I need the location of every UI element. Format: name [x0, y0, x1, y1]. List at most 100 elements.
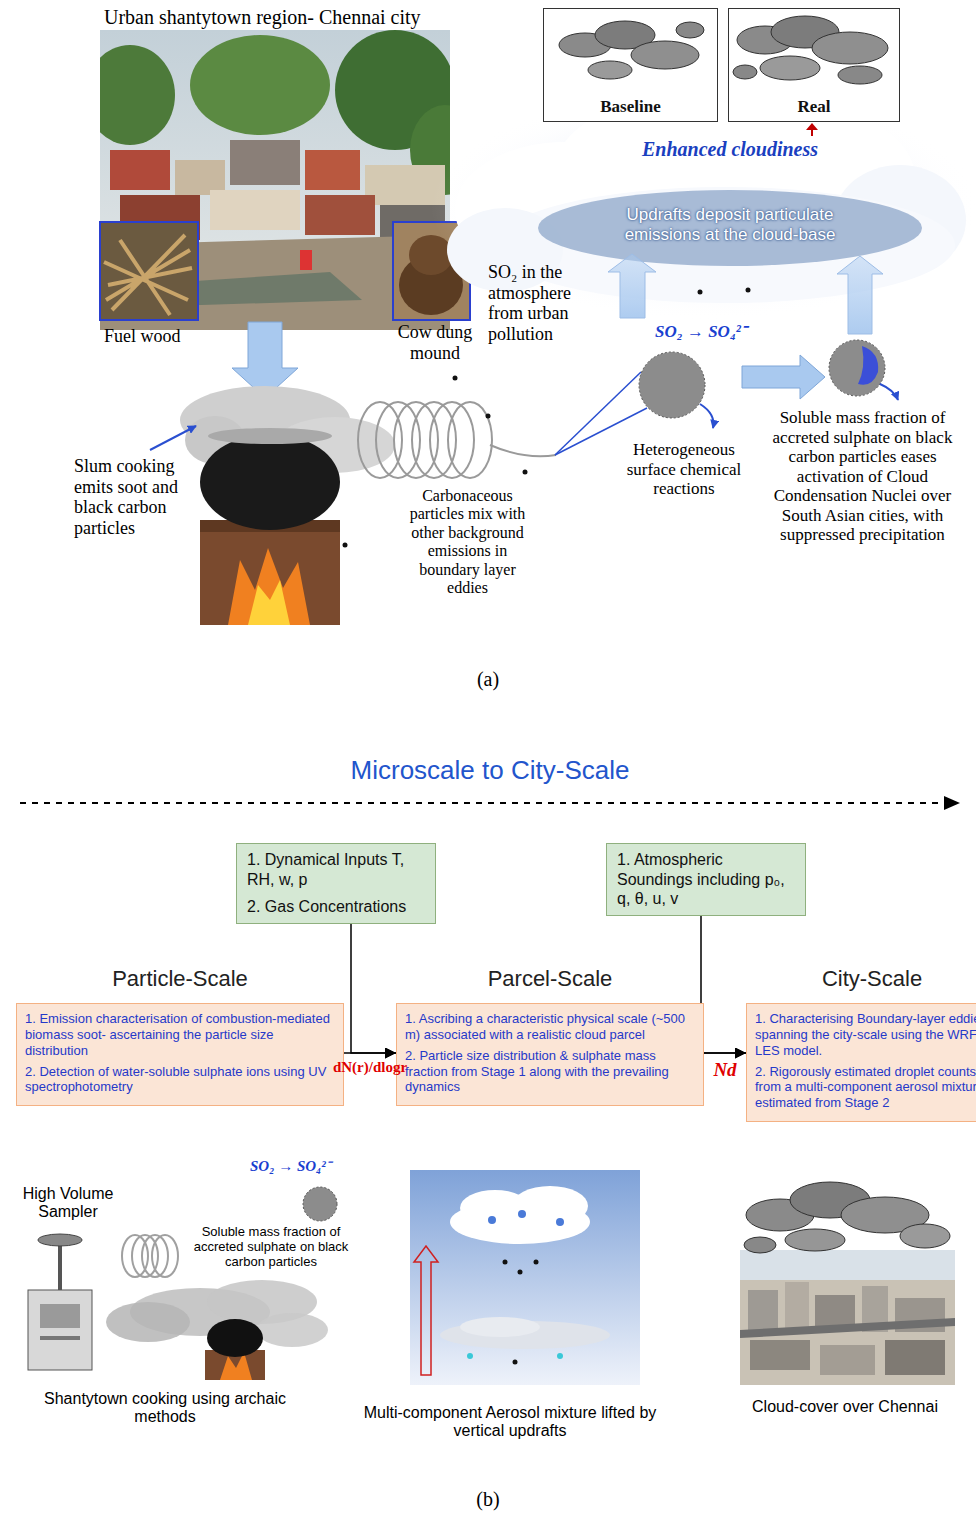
scale-axis-head	[944, 796, 960, 810]
stage-box: Particle-Scale1. Emission characterisati…	[16, 1003, 344, 1106]
city-illustration	[740, 1182, 955, 1385]
scale-heading: Particle-Scale	[0, 966, 373, 992]
scale-heading: City-Scale	[717, 966, 976, 992]
illustration-note: Soluble mass fraction of accreted sulpha…	[190, 1225, 352, 1270]
illustration-part	[503, 1260, 508, 1265]
inset-label: Fuel wood	[104, 326, 214, 347]
input-box: 1. Atmospheric Soundings including p₀, q…	[606, 843, 806, 916]
illustration-part	[631, 41, 699, 69]
illustration-part	[248, 580, 290, 625]
flow-arrow	[701, 916, 746, 1053]
bc-particle-small	[303, 1187, 337, 1221]
box-text: Baseline	[548, 98, 713, 117]
process-note: Slum cooking emits soot and black carbon…	[74, 456, 179, 539]
box-text: 1. Dynamical Inputs T, RH, w, p	[247, 850, 427, 889]
box-text: 1. Ascribing a characteristic physical s…	[405, 1011, 695, 1043]
illustration-part	[538, 190, 922, 266]
cloud-note: Updrafts deposit particulate emissions a…	[590, 205, 870, 244]
fuel-wood-inset	[100, 222, 198, 320]
reaction-formula: SO₂ → SO₄²⁻	[655, 322, 765, 342]
activation-arrow	[880, 384, 898, 400]
illustration-part	[518, 1270, 523, 1275]
illustration-part	[28, 1290, 92, 1370]
eddy-spiral	[358, 402, 556, 478]
illustration-part	[208, 428, 332, 444]
illustration-part	[412, 402, 456, 478]
updraft-arrow	[608, 254, 656, 318]
illustration-part	[513, 1360, 518, 1365]
process-note: Heterogeneous surface chemical reactions	[618, 440, 750, 499]
illustration-part	[488, 1216, 496, 1224]
illustration-part	[414, 1246, 438, 1375]
cloud-label: Enhanced cloudiness	[600, 138, 860, 161]
illustration-part	[200, 520, 340, 625]
edge-label: dN(r)/dlogr	[333, 1059, 407, 1076]
baseline-frame: Baseline	[543, 8, 718, 122]
illustration-part	[534, 1260, 539, 1265]
illustration-part	[100, 222, 198, 320]
illustration-part	[58, 1240, 62, 1292]
box-text: 1. Atmospheric Soundings including p₀, q…	[617, 850, 797, 909]
axis-title: Microscale to City-Scale	[200, 756, 780, 786]
scale-heading: Parcel-Scale	[367, 966, 733, 992]
illustration-part	[740, 1250, 955, 1280]
illustration-part	[40, 1336, 80, 1340]
process-note: Carbonaceous particles mix with other ba…	[400, 487, 535, 597]
sulphate-coating	[858, 346, 878, 385]
right-arrow	[742, 355, 825, 399]
illustration-part	[490, 445, 556, 456]
illustration-part	[190, 35, 330, 135]
device-label: High Volume Sampler	[6, 1185, 130, 1222]
illustration-part	[523, 470, 528, 475]
illustration-part	[448, 402, 492, 478]
illustration-part	[676, 22, 704, 38]
updraft-arrow	[837, 256, 883, 334]
illustration-part	[410, 1170, 640, 1385]
illustration-part	[486, 414, 491, 419]
illustration-part	[100, 45, 175, 145]
illustration-part	[305, 150, 360, 190]
illustration-part	[744, 1237, 776, 1253]
illustration-part	[467, 1353, 473, 1359]
box-text: 1. Characterising Boundary-layer eddies …	[755, 1011, 976, 1059]
cone-line	[555, 372, 641, 455]
illustration-part	[175, 160, 225, 195]
illustration-part	[453, 376, 458, 381]
illustration-part	[106, 1302, 190, 1342]
cooking-pot	[180, 386, 395, 625]
illustration-part	[256, 1313, 328, 1347]
reaction-formula: SO₂ → SO₄²⁻	[250, 1158, 360, 1175]
inset-label: Cow dung mound	[380, 322, 490, 363]
parcel-illustration	[410, 1170, 640, 1385]
illustration-part	[200, 434, 340, 530]
illustration-part	[728, 8, 900, 122]
stage-box: Parcel-Scale1. Ascribing a characteristi…	[396, 1003, 704, 1106]
illustration-part	[230, 140, 300, 185]
illustration-part	[557, 1353, 563, 1359]
box-text: 2. Gas Concentrations	[247, 897, 427, 917]
illustration-part	[785, 1229, 845, 1251]
panel-label: (a)	[458, 668, 518, 691]
panel-label: (b)	[458, 1488, 518, 1511]
process-note: Soluble mass fraction of accreted sulpha…	[760, 408, 965, 545]
baseline-shot	[543, 8, 718, 122]
illustration-part	[750, 1340, 810, 1370]
illustration-part	[746, 288, 751, 293]
bc-particle	[639, 352, 705, 418]
enhance-arrow	[811, 129, 813, 136]
cooking-smoke	[106, 1280, 328, 1380]
illustration-caption: Cloud-cover over Chennai	[730, 1398, 960, 1416]
process-note: SO₂ in the atmosphere from urban polluti…	[488, 262, 610, 345]
illustration-part	[820, 1345, 875, 1375]
illustration-part	[900, 1224, 950, 1248]
illustration-part	[740, 1250, 955, 1385]
illustration-part	[228, 548, 310, 625]
illustration-part	[210, 190, 300, 230]
illustration-part	[785, 1282, 809, 1332]
illustration-part	[300, 250, 312, 270]
illustration-part	[38, 1234, 82, 1246]
reaction-arrow	[700, 404, 713, 428]
sampler	[28, 1234, 92, 1370]
real-shot	[728, 8, 900, 122]
